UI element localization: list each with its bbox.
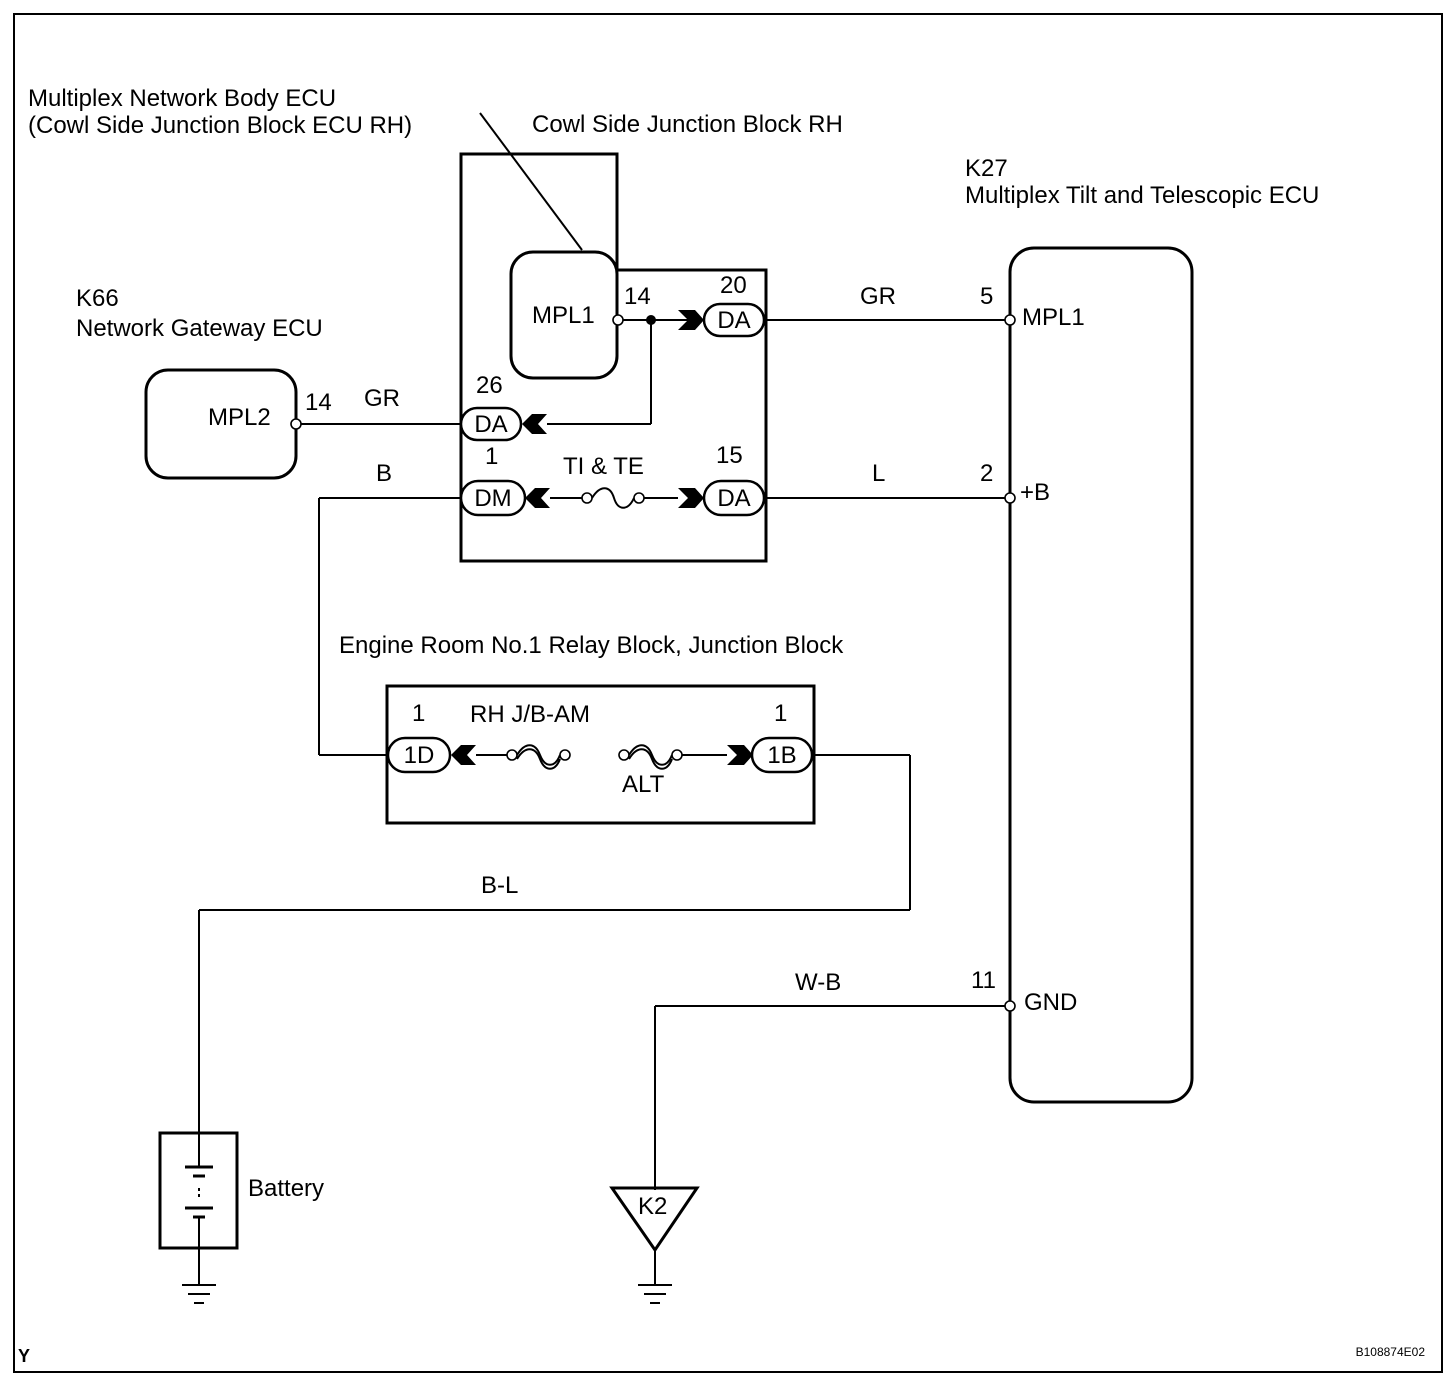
connector-1d-pin: 1 xyxy=(412,700,425,727)
connector-da15-pin: 15 xyxy=(716,442,743,469)
ground-point-k2-label: K2 xyxy=(638,1193,667,1220)
connector-da26-pin: 26 xyxy=(476,372,503,399)
k27-mpl1-label: MPL1 xyxy=(1022,304,1085,331)
connector-da20-label: DA xyxy=(717,307,750,334)
wire-wb-label: W-B xyxy=(795,969,841,996)
connector-dm1-arrow xyxy=(525,488,550,508)
ground-symbol-battery xyxy=(182,1284,216,1304)
k66-pin-label: MPL2 xyxy=(208,404,271,431)
body-ecu-leader-line xyxy=(479,112,583,251)
body-ecu-title-line1: Multiplex Network Body ECU xyxy=(28,85,336,112)
fuse-alt-terminal-left xyxy=(618,749,630,761)
wire-bl-label: B-L xyxy=(481,872,518,899)
footer-left-code: Y xyxy=(18,1346,30,1366)
body-ecu-terminal xyxy=(612,314,624,326)
k27-code: K27 xyxy=(965,155,1008,182)
k27-gnd-label: GND xyxy=(1024,989,1077,1016)
connector-1d-label: 1D xyxy=(404,742,435,769)
k27-ecu-box xyxy=(1008,246,1194,1104)
cowl-junction-block-title: Cowl Side Junction Block RH xyxy=(532,111,843,138)
connector-1d-arrow xyxy=(451,745,476,765)
wire-l-label: L xyxy=(872,460,885,487)
k27-gnd-terminal xyxy=(1004,1000,1016,1012)
fuse-ti-te-terminal-left xyxy=(581,492,593,504)
fuse-rh-jb-am-element-2 xyxy=(516,748,561,770)
connector-1b-arrow xyxy=(727,745,753,765)
connector-da20-arrow xyxy=(678,310,704,330)
k27-gnd-pin: 11 xyxy=(971,967,996,994)
k66-terminal xyxy=(290,418,302,430)
connector-dm1-pin: 1 xyxy=(485,443,498,470)
connector-da26-arrow xyxy=(522,414,547,434)
connector-da15-arrow xyxy=(678,488,704,508)
diagram-frame xyxy=(13,13,1443,1373)
connector-da26-label: DA xyxy=(474,411,507,438)
ground-symbol-k2 xyxy=(638,1284,672,1304)
fuse-alt-element-2 xyxy=(628,748,673,770)
wire-gr-top-label: GR xyxy=(860,283,896,310)
connector-da20-pin: 20 xyxy=(720,272,747,299)
wire-b-label: B xyxy=(376,460,392,487)
wire-gr-left-label: GR xyxy=(364,385,400,412)
fuse-alt-terminal-right xyxy=(671,749,683,761)
k27-mpl1-terminal xyxy=(1004,314,1016,326)
fuse-alt-label: ALT xyxy=(622,771,665,798)
fuse-rh-jb-am-terminal-left xyxy=(506,749,518,761)
connector-dm1-label: DM xyxy=(474,485,511,512)
connector-1d xyxy=(386,736,452,774)
connector-1b-label: 1B xyxy=(767,742,796,769)
fuse-alt-element xyxy=(628,744,673,766)
cowl-junction-block-box xyxy=(459,152,768,563)
k66-name: Network Gateway ECU xyxy=(76,315,323,342)
body-ecu-pin-label: MPL1 xyxy=(532,302,595,329)
fuse-ti-te-label: TI & TE xyxy=(563,453,644,480)
k27-mpl1-pin: 5 xyxy=(980,283,993,310)
fuse-ti-te-terminal-right xyxy=(633,492,645,504)
k27-b-pin: 2 xyxy=(980,460,993,487)
k27-b-label: +B xyxy=(1020,479,1050,506)
connector-1b-pin: 1 xyxy=(774,700,787,727)
battery-label: Battery xyxy=(248,1175,324,1202)
fuse-rh-jb-am-terminal-right xyxy=(559,749,571,761)
k27-name: Multiplex Tilt and Telescopic ECU xyxy=(965,182,1319,209)
engine-relay-block-title: Engine Room No.1 Relay Block, Junction B… xyxy=(339,632,844,659)
k66-pin-number: 14 xyxy=(305,389,332,416)
ground-point-k2 xyxy=(609,1186,700,1253)
body-ecu-title-line2: (Cowl Side Junction Block ECU RH) xyxy=(28,112,412,139)
battery-icon xyxy=(185,1133,213,1248)
footer-figure-code: B108874E02 xyxy=(1356,1345,1426,1359)
k66-code: K66 xyxy=(76,285,119,312)
body-ecu-pin-number: 14 xyxy=(624,283,651,310)
k27-b-terminal xyxy=(1004,492,1016,504)
fuse-rh-jb-am-element xyxy=(516,744,561,766)
fuse-rh-jb-am-label: RH J/B-AM xyxy=(470,701,590,728)
connector-da15-label: DA xyxy=(717,485,750,512)
fuse-ti-te-element xyxy=(591,487,635,509)
